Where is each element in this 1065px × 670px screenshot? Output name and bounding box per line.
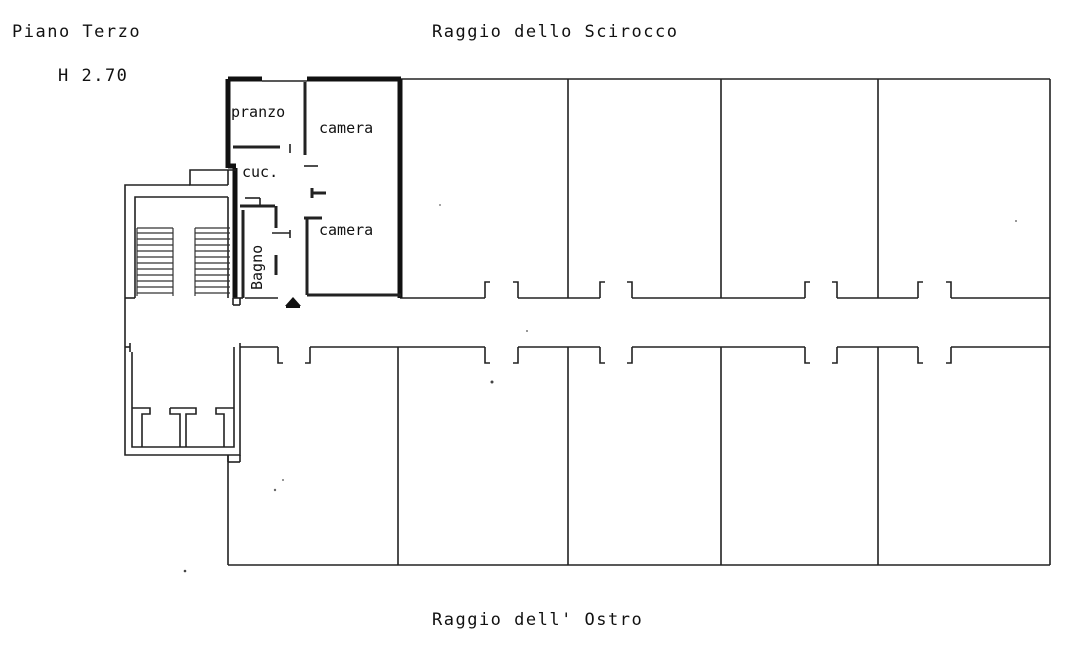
room-labels: pranzo camera cuc. camera Bagno: [231, 103, 373, 290]
corridor-south-wall: [124, 298, 1050, 348]
room-label-bagno: Bagno: [248, 245, 266, 290]
south-side-label: Raggio dell' Ostro: [432, 610, 644, 630]
floor-title: Piano Terzo: [12, 22, 142, 42]
apartment-walls: [225, 76, 403, 299]
stair-tower: [124, 169, 243, 306]
room-label-pranzo: pranzo: [231, 103, 285, 121]
room-label-cucina: cuc.: [242, 163, 278, 181]
north-door-jambs: [484, 281, 952, 298]
room-label-camera-2: camera: [319, 221, 373, 239]
north-side-label: Raggio dello Scirocco: [432, 22, 679, 42]
entrance-arrow-icon: [285, 297, 301, 308]
service-block: [124, 343, 241, 463]
south-door-jambs: [277, 347, 952, 364]
north-block-walls: [400, 78, 1051, 565]
scan-specks: [183, 204, 1017, 573]
south-block-walls: [227, 347, 1050, 566]
ceiling-height-label: H 2.70: [58, 66, 129, 86]
room-label-camera-1: camera: [319, 119, 373, 137]
stair-flight-left: [136, 227, 174, 296]
stair-flight-right: [194, 227, 230, 296]
